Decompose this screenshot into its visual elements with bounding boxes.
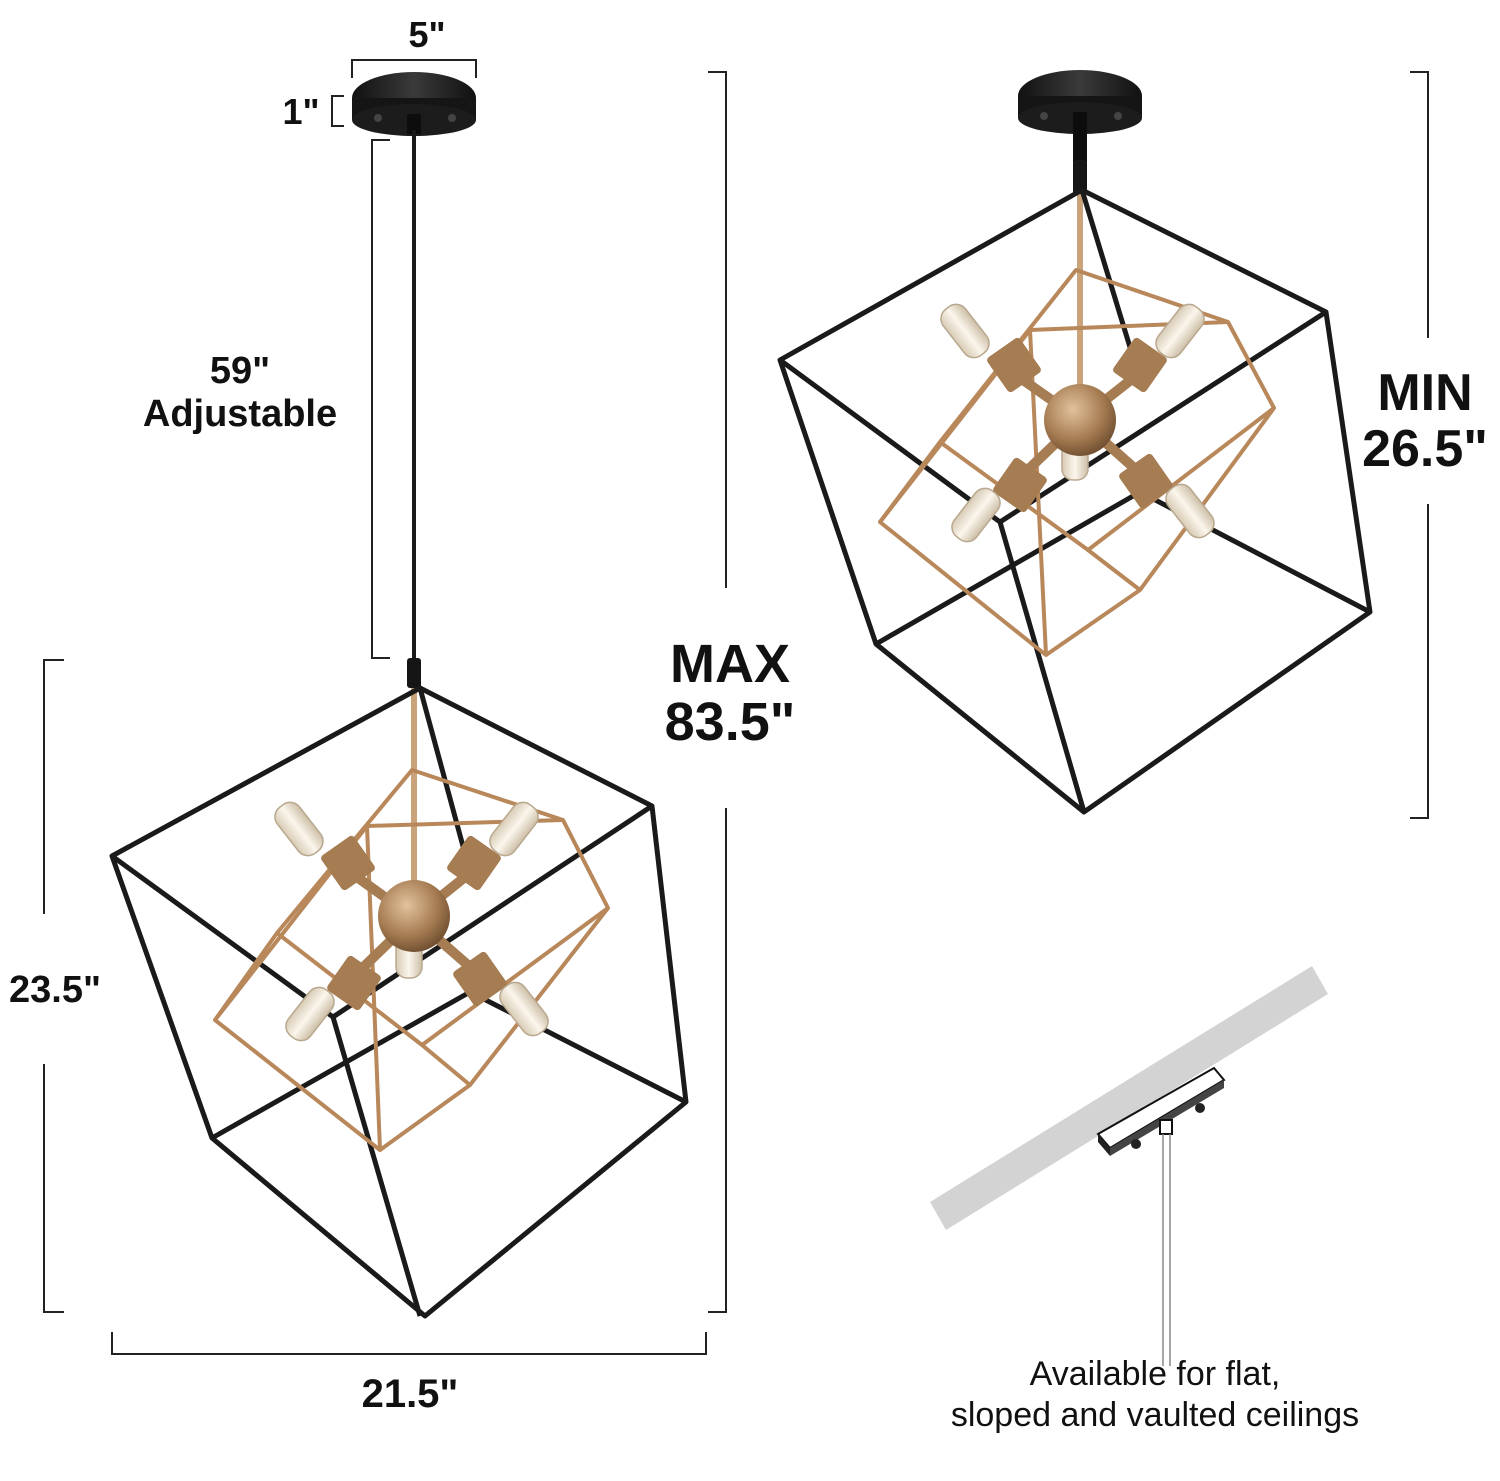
right-outer-cube (777, 187, 1373, 815)
left-dimension-lines (43, 59, 727, 1355)
max-height-title: MAX (670, 634, 790, 694)
right-sputnik (940, 303, 1215, 543)
rod-length-label: 59" Adjustable (120, 350, 360, 435)
left-canopy (352, 72, 476, 136)
rod-length-note: Adjustable (142, 392, 338, 435)
min-height-label: MIN 26.5" (1345, 365, 1500, 477)
note-line-1: Available for flat, (1029, 1355, 1281, 1393)
left-sputnik (274, 801, 549, 1042)
canopy-width-label: 5" (408, 14, 446, 55)
note-line-2: sloped and vaulted ceilings (950, 1395, 1360, 1434)
min-height-value: 26.5" (1362, 420, 1488, 479)
fixture-height-label: 23.5" (9, 969, 101, 1011)
right-fixture (777, 70, 1373, 815)
rod-length-value: 59" (209, 350, 271, 392)
ceiling-compatibility-note: Available for flat, sloped and vaulted c… (900, 1354, 1410, 1436)
max-height-value: 83.5" (664, 692, 796, 753)
fixture-width-label: 21.5" (361, 1372, 459, 1416)
left-outer-cube (109, 685, 689, 1319)
sloped-ceiling-diagram (930, 966, 1328, 1366)
canopy-height-label: 1" (282, 91, 320, 132)
min-height-title: MIN (1377, 364, 1473, 422)
ceiling-slope (930, 966, 1328, 1230)
left-fixture (109, 72, 689, 1319)
right-canopy (1018, 70, 1142, 162)
right-dimension-lines (1410, 71, 1429, 819)
max-height-label: MAX 83.5" (630, 635, 830, 752)
